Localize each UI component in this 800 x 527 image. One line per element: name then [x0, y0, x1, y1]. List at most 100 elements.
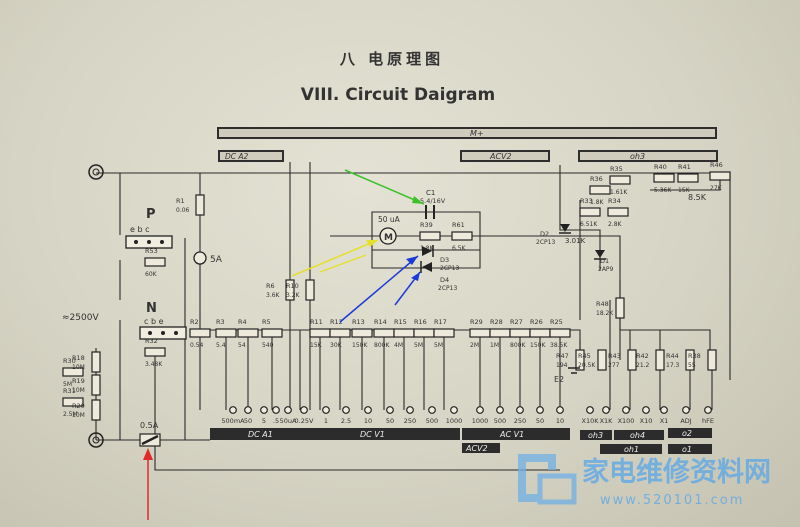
- resistor-r44: R44 17.3: [666, 349, 695, 371]
- resistor-value: 5.36K: [654, 187, 672, 194]
- bus-bar-acv2: ACV2: [460, 150, 550, 162]
- bar-label-oh1: oh1: [624, 445, 639, 454]
- resistor-name: R28: [490, 318, 503, 326]
- d1-type: 2AP9: [598, 266, 614, 273]
- title-english: VIII. Circuit Daigram: [301, 85, 495, 105]
- resistor-name: R41: [678, 163, 691, 171]
- watermark: 家电维修资料网 www.520101.com: [518, 454, 771, 508]
- resistor-value: 6.51K: [580, 221, 598, 228]
- resistor-name: R25: [550, 318, 563, 326]
- resistor-value: 3.48K: [145, 361, 163, 368]
- fuse-label: 0.5A: [140, 421, 159, 430]
- range-label: 1000: [446, 417, 463, 425]
- resistor-name: R61: [452, 221, 465, 229]
- range-label: X100: [618, 417, 635, 425]
- ground-symbol: [88, 164, 104, 180]
- range-label: 50: [244, 417, 252, 425]
- resistor-name: R29: [470, 318, 483, 326]
- socket-n-label: N: [146, 301, 157, 316]
- range-terminal: 10: [556, 406, 564, 425]
- resistor-name: R36: [590, 175, 603, 183]
- watermark-cn-text: 家电维修资料网: [582, 456, 771, 488]
- resistor-value: 15K: [678, 187, 691, 194]
- label-2500v: ≈2500V: [62, 313, 99, 323]
- resistor-value: 30K: [330, 342, 343, 349]
- diode-d3: D3 2CP13: [422, 245, 459, 272]
- resistor-value: 150K: [352, 342, 368, 349]
- resistor-name: R26: [530, 318, 543, 326]
- arrow-green: [344, 169, 425, 205]
- resistor-name: R46: [710, 161, 723, 169]
- diode-d2: D2 2CP13: [536, 224, 571, 246]
- bar-label-o2: o2: [682, 429, 692, 438]
- socket-p-pins: e b c: [130, 225, 149, 234]
- c1-value: 5.4/16V: [420, 197, 446, 205]
- resistor-value: 17.3: [666, 362, 680, 369]
- range-label: 10: [556, 417, 564, 425]
- range-terminal: 1: [322, 406, 330, 425]
- resistor-value: 540: [262, 342, 274, 349]
- range-label: 250: [404, 417, 416, 425]
- bottom-bar-oh1: oh1: [600, 444, 662, 454]
- resistor-name: R48: [596, 300, 609, 308]
- arrowhead-blue-1: [406, 256, 418, 265]
- resistor-r33: R33 6.51K: [579, 197, 601, 228]
- bottom-bar-dcv1: DC V1: [300, 428, 460, 440]
- capacitor-c1: C1 5.4/16V: [372, 189, 480, 219]
- resistor-value: 15K: [310, 342, 323, 349]
- bar-label-acv2b: ACV2: [465, 444, 488, 453]
- bar-label-acv1: AC V1: [499, 430, 524, 439]
- diode-d1: D1 2AP9: [594, 250, 614, 273]
- resistor-name: R3: [216, 318, 225, 326]
- range-terminal: X10: [640, 406, 652, 425]
- range-terminal: 5: [260, 406, 268, 425]
- socket-n: N c b e: [139, 301, 187, 340]
- socket-p: P e b c: [125, 207, 173, 249]
- bar-label-dcv1: DC V1: [360, 430, 385, 439]
- resistor-name: R4: [238, 318, 247, 326]
- resistor-name: R17: [434, 318, 447, 326]
- range-label: 500: [426, 417, 438, 425]
- label-8-5k: 8.5K: [688, 193, 707, 202]
- resistor-name: R40: [654, 163, 667, 171]
- resistor-name: R33: [580, 197, 593, 205]
- bar-label-dca1: DC A1: [248, 430, 273, 439]
- resistor-name: R11: [310, 318, 323, 326]
- resistor-value: 55: [688, 362, 696, 369]
- resistor-name: R32: [145, 337, 158, 345]
- socket-p-label: P: [146, 207, 156, 222]
- arrow-yellow-2: [319, 254, 367, 273]
- bottom-bar-oh4: oh4: [614, 430, 664, 440]
- resistor-name: R1: [176, 197, 185, 205]
- resistor-r40: R40 5.36K: [653, 163, 675, 194]
- socket-n-pins: c b e: [144, 317, 164, 326]
- resistor-value: 10M: [72, 412, 85, 419]
- range-terminal: 1000: [446, 406, 463, 425]
- range-terminal: 2.5: [341, 406, 351, 425]
- resistor-name: R14: [374, 318, 387, 326]
- range-terminal: X10K: [582, 406, 599, 425]
- resistor-value: 800K: [374, 342, 390, 349]
- resistor-name: R44: [666, 352, 679, 360]
- range-terminal: 50: [244, 406, 252, 425]
- jack-5a-label: 5A: [210, 255, 223, 265]
- resistor-value: 10M: [72, 387, 85, 394]
- bottom-bar-acv2: ACV2: [462, 443, 500, 453]
- resistor-name: R19: [72, 377, 85, 385]
- range-label: ADJ: [680, 417, 691, 425]
- title-chinese: 八 电原理图: [339, 50, 444, 68]
- resistor-name: R20: [72, 402, 85, 410]
- range-label: X1: [660, 417, 669, 425]
- range-label: 5: [262, 417, 266, 425]
- resistor-r1: R10.06: [176, 194, 205, 216]
